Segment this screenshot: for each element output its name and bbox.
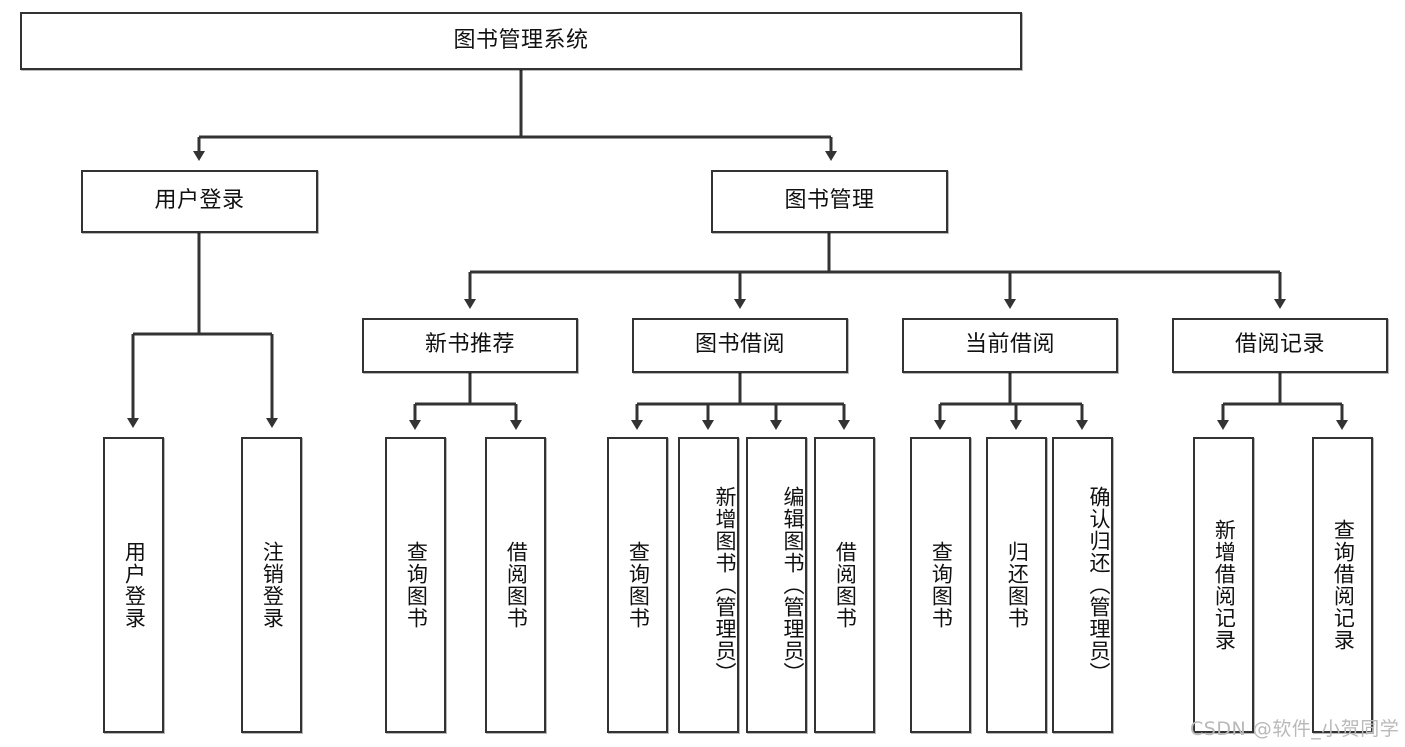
node-leaf-add-borrow-record[interactable]: 新增借阅记录 [1193, 437, 1254, 733]
node-leaf-query-book-borrow[interactable]: 查询图书 [607, 437, 668, 733]
node-leaf-user-login[interactable]: 用户登录 [103, 437, 164, 733]
node-leaf-logout-login[interactable]: 注销登录 [241, 437, 302, 733]
node-leaf-query-borrow-record[interactable]: 查询借阅记录 [1312, 437, 1373, 733]
node-leaf-query-book-current[interactable]: 查询图书 [910, 437, 971, 733]
node-book-management[interactable]: 图书管理 [711, 170, 948, 233]
node-book-borrow[interactable]: 图书借阅 [632, 318, 848, 373]
node-user-login[interactable]: 用户登录 [81, 170, 318, 233]
watermark-credit: CSDN @软件_小贺同学 [1190, 718, 1400, 740]
node-leaf-add-book-admin[interactable]: 新增图书（管理员） [678, 437, 739, 733]
node-root-book-management-system[interactable]: 图书管理系统 [20, 12, 1022, 70]
node-leaf-borrow-book[interactable]: 借阅图书 [814, 437, 875, 733]
node-leaf-edit-book-admin[interactable]: 编辑图书（管理员） [746, 437, 807, 733]
node-leaf-query-book-recommend[interactable]: 查询图书 [385, 437, 446, 733]
node-current-borrow[interactable]: 当前借阅 [902, 318, 1118, 373]
node-leaf-return-book[interactable]: 归还图书 [986, 437, 1047, 733]
node-new-book-recommend[interactable]: 新书推荐 [362, 318, 578, 373]
node-leaf-confirm-return-admin[interactable]: 确认归还（管理员） [1052, 437, 1113, 733]
node-leaf-borrow-book-recommend[interactable]: 借阅图书 [485, 437, 546, 733]
node-borrow-record[interactable]: 借阅记录 [1172, 318, 1388, 373]
